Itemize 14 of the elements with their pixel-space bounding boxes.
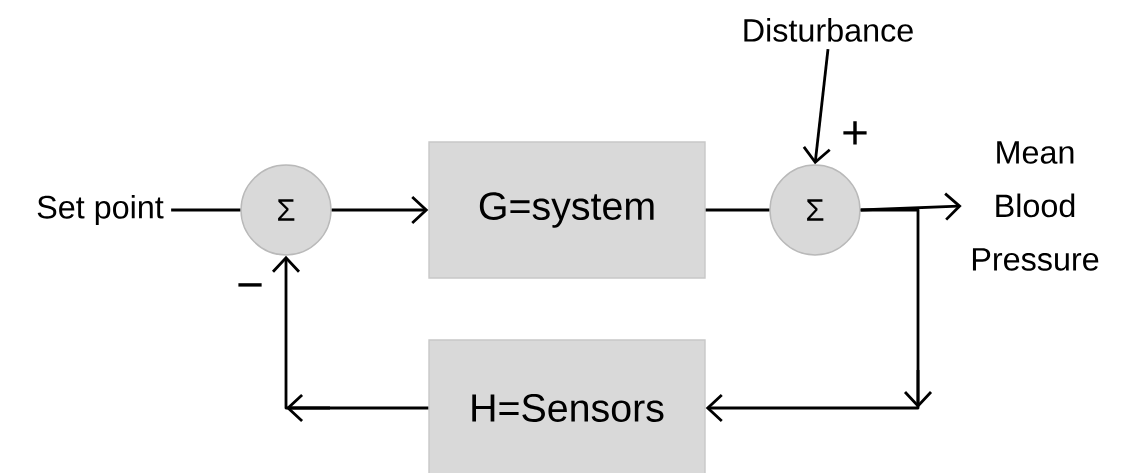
arrow (331, 195, 429, 225)
summing-junction: Σ (240, 164, 332, 256)
arrow (860, 192, 962, 221)
signal-label: Mean Blood Pressure (972, 141, 1099, 271)
sign-label: − (238, 283, 262, 287)
arrow (272, 255, 429, 423)
arrow (705, 208, 933, 423)
signal-label: Set point (37, 194, 164, 226)
block-box: H=Sensors (428, 339, 706, 473)
sign-label: + (843, 121, 867, 145)
block-box: G=system (428, 141, 706, 279)
signal-label: Disturbance (744, 18, 913, 42)
arrow (802, 49, 831, 165)
summing-junction: Σ (769, 164, 861, 256)
